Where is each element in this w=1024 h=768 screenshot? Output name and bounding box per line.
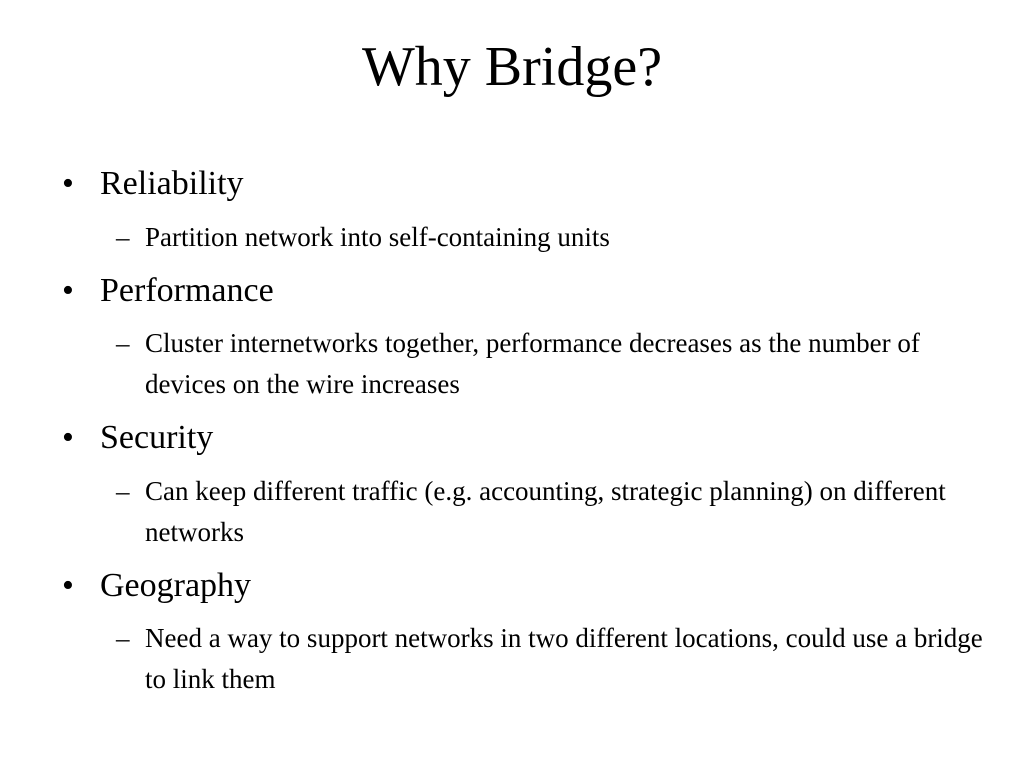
bullet-marker: • (62, 567, 74, 604)
bullet-marker: • (62, 272, 74, 309)
sub-bullet-geography: – Need a way to support networks in two … (116, 618, 996, 700)
bullet-heading: Geography (100, 567, 252, 604)
sub-bullet-text: Can keep different traffic (e.g. account… (145, 476, 946, 547)
sub-bullet-reliability: – Partition network into self-containing… (116, 217, 996, 258)
sub-bullet-text: Partition network into self-containing u… (145, 222, 610, 252)
bullet-heading: Security (100, 419, 214, 456)
sub-bullet-marker: – (116, 328, 130, 358)
bullet-marker: • (62, 419, 74, 456)
sub-bullet-marker: – (116, 476, 130, 506)
sub-bullet-security: – Can keep different traffic (e.g. accou… (116, 471, 996, 553)
slide-title: Why Bridge? (361, 36, 663, 98)
sub-bullet-marker: – (116, 623, 130, 653)
sub-bullet-performance: – Cluster internetworks together, perfor… (116, 323, 996, 405)
sub-bullet-text: Cluster internetworks together, performa… (145, 328, 920, 399)
sub-bullet-marker: – (116, 222, 130, 252)
bullet-heading: Performance (100, 272, 274, 309)
bullet-heading: Reliability (100, 165, 244, 202)
bullet-marker: • (62, 165, 74, 202)
sub-bullet-text: Need a way to support networks in two di… (145, 623, 983, 694)
